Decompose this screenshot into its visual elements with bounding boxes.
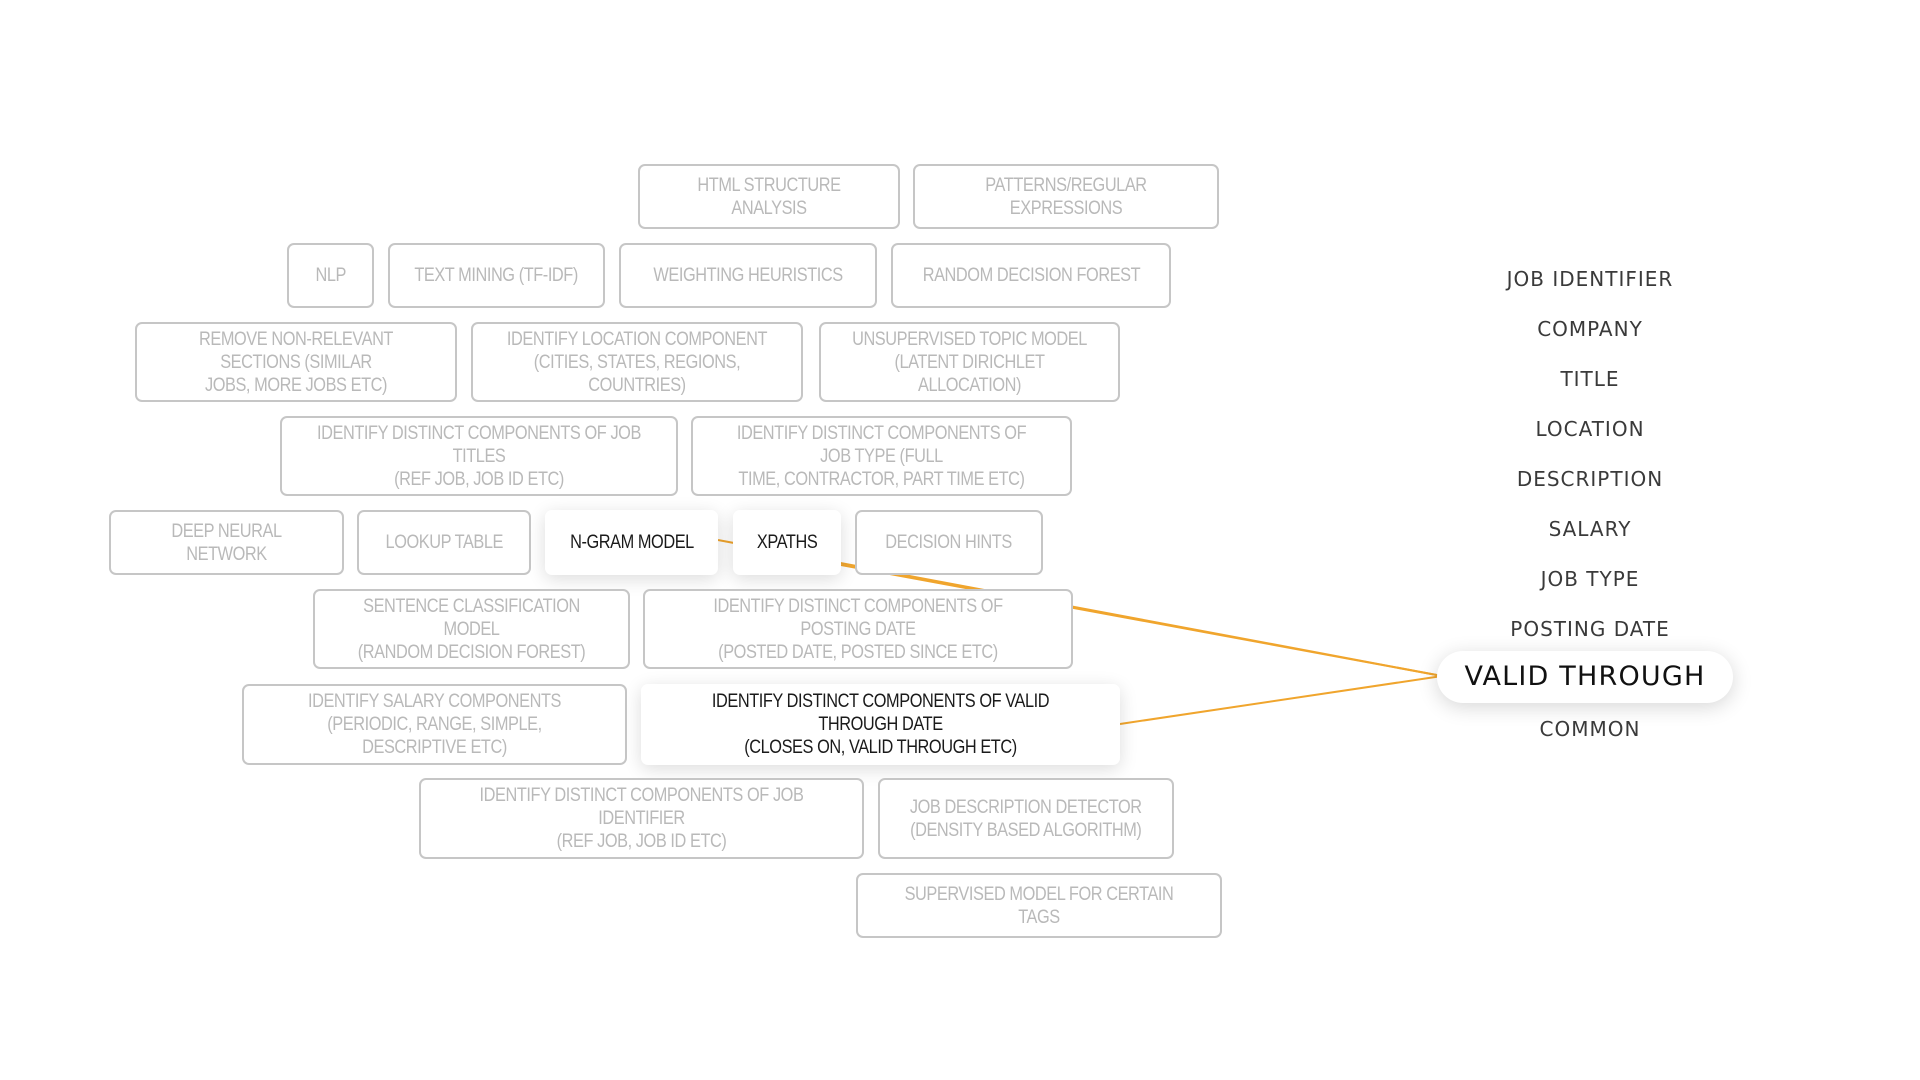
technique-deep-neural-network: DEEP NEURAL NETWORK bbox=[109, 510, 344, 575]
field-salary: SALARY bbox=[1548, 517, 1632, 541]
technique-label: PATTERNS/REGULAR EXPRESSIONS bbox=[985, 174, 1147, 219]
technique-label: SUPERVISED MODEL FOR CERTAIN TAGS bbox=[904, 883, 1174, 928]
technique-job-titles-components: IDENTIFY DISTINCT COMPONENTS OF JOB TITL… bbox=[280, 416, 678, 496]
technique-label: IDENTIFY DISTINCT COMPONENTS OF POSTING … bbox=[713, 595, 1003, 663]
technique-remove-non-relevant-sections: REMOVE NON-RELEVANT SECTIONS (SIMILAR JO… bbox=[135, 322, 457, 402]
technique-label: IDENTIFY SALARY COMPONENTS (PERIODIC, RA… bbox=[307, 691, 562, 758]
technique-valid-through-date-components: IDENTIFY DISTINCT COMPONENTS OF VALID TH… bbox=[641, 684, 1120, 765]
technique-label: SENTENCE CLASSIFICATION MODEL (RANDOM DE… bbox=[357, 595, 586, 663]
technique-label: IDENTIFY DISTINCT COMPONENTS OF JOB IDEN… bbox=[479, 785, 804, 852]
technique-weighting-heuristics: WEIGHTING HEURISTICS bbox=[619, 243, 877, 308]
technique-job-type-components: IDENTIFY DISTINCT COMPONENTS OF JOB TYPE… bbox=[691, 416, 1072, 496]
technique-html-structure-analysis: HTML STRUCTURE ANALYSIS bbox=[638, 164, 900, 229]
technique-label: LOOKUP TABLE bbox=[385, 532, 503, 553]
technique-nlp: NLP bbox=[287, 243, 374, 308]
technique-n-gram-model: N-GRAM MODEL bbox=[545, 510, 718, 575]
technique-label: NLP bbox=[315, 265, 346, 286]
technique-label: XPATHS bbox=[756, 532, 818, 553]
technique-identify-location-component: IDENTIFY LOCATION COMPONENT (CITIES, STA… bbox=[471, 322, 803, 402]
field-posting-date: POSTING DATE bbox=[1510, 617, 1670, 641]
technique-label: RANDOM DECISION FOREST bbox=[922, 265, 1140, 286]
technique-label: WEIGHTING HEURISTICS bbox=[653, 265, 843, 286]
technique-label: TEXT MINING (TF-IDF) bbox=[414, 265, 579, 286]
field-common: COMMON bbox=[1539, 717, 1641, 741]
technique-label: HTML STRUCTURE ANALYSIS bbox=[697, 174, 841, 219]
field-description: DESCRIPTION bbox=[1516, 467, 1664, 491]
technique-label: N-GRAM MODEL bbox=[569, 532, 694, 553]
technique-random-decision-forest: RANDOM DECISION FOREST bbox=[891, 243, 1171, 308]
technique-posting-date-components: IDENTIFY DISTINCT COMPONENTS OF POSTING … bbox=[643, 589, 1073, 669]
technique-label: UNSUPERVISED TOPIC MODEL (LATENT DIRICHL… bbox=[852, 328, 1087, 396]
technique-lookup-table: LOOKUP TABLE bbox=[357, 510, 531, 575]
technique-patterns-regular-expressions: PATTERNS/REGULAR EXPRESSIONS bbox=[913, 164, 1219, 229]
technique-label: JOB DESCRIPTION DETECTOR (DENSITY BASED … bbox=[910, 796, 1142, 841]
technique-job-identifier-components: IDENTIFY DISTINCT COMPONENTS OF JOB IDEN… bbox=[419, 778, 864, 859]
technique-label: REMOVE NON-RELEVANT SECTIONS (SIMILAR JO… bbox=[198, 328, 393, 396]
technique-text-mining: TEXT MINING (TF-IDF) bbox=[388, 243, 605, 308]
technique-salary-components: IDENTIFY SALARY COMPONENTS (PERIODIC, RA… bbox=[242, 684, 627, 765]
field-job-type: JOB TYPE bbox=[1540, 567, 1640, 591]
technique-label: DECISION HINTS bbox=[885, 532, 1013, 553]
technique-label: DEEP NEURAL NETWORK bbox=[171, 520, 282, 565]
field-valid-through: VALID THROUGH bbox=[1437, 651, 1733, 703]
field-location: LOCATION bbox=[1535, 417, 1645, 441]
technique-label: IDENTIFY DISTINCT COMPONENTS OF JOB TYPE… bbox=[736, 422, 1027, 490]
technique-decision-hints: DECISION HINTS bbox=[855, 510, 1043, 575]
field-job-identifier: JOB IDENTIFIER bbox=[1506, 267, 1674, 291]
connector-validdate-to-valid-through bbox=[1119, 675, 1443, 725]
technique-job-description-detector: JOB DESCRIPTION DETECTOR (DENSITY BASED … bbox=[878, 778, 1174, 859]
field-company: COMPANY bbox=[1537, 317, 1643, 341]
technique-label: IDENTIFY LOCATION COMPONENT (CITIES, STA… bbox=[506, 328, 768, 396]
technique-unsupervised-topic-model: UNSUPERVISED TOPIC MODEL (LATENT DIRICHL… bbox=[819, 322, 1120, 402]
field-title: TITLE bbox=[1560, 367, 1620, 391]
technique-supervised-model: SUPERVISED MODEL FOR CERTAIN TAGS bbox=[856, 873, 1222, 938]
technique-xpaths: XPATHS bbox=[733, 510, 841, 575]
technique-sentence-classification-model: SENTENCE CLASSIFICATION MODEL (RANDOM DE… bbox=[313, 589, 630, 669]
technique-label: IDENTIFY DISTINCT COMPONENTS OF JOB TITL… bbox=[317, 422, 641, 490]
technique-label: IDENTIFY DISTINCT COMPONENTS OF VALID TH… bbox=[711, 691, 1050, 758]
